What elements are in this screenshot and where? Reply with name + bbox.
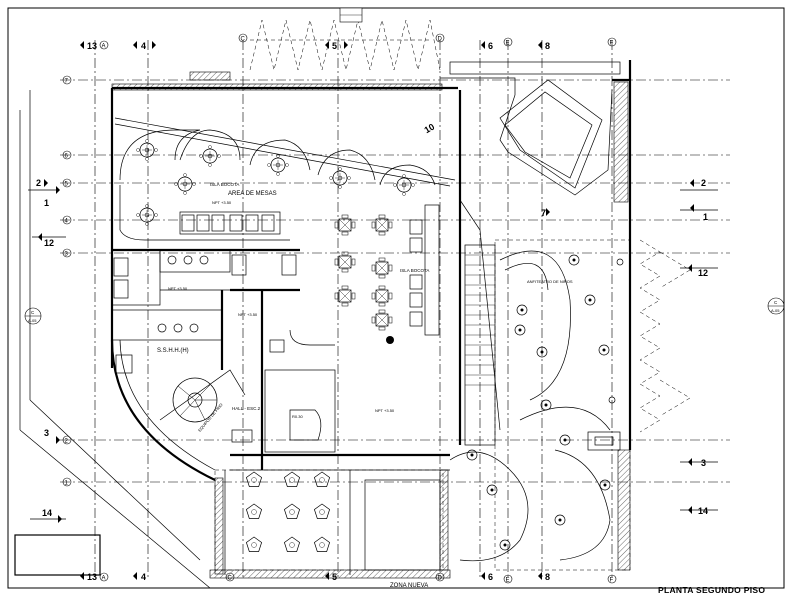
label-bar1: ISLA BOCOTA [210, 182, 239, 187]
svg-text:F: F [610, 41, 614, 47]
svg-text:1: 1 [44, 198, 49, 208]
grid-bottom-4: 4 [141, 572, 146, 582]
svg-text:C: C [31, 310, 35, 315]
svg-text:C: C [241, 37, 246, 43]
label-dining: AREA DE MESAS [228, 191, 277, 197]
label-level2: NPT +3.50 [238, 312, 258, 317]
label-hall: HALL - ESC.2 [232, 406, 261, 411]
svg-text:2: 2 [36, 178, 41, 188]
svg-text:2: 2 [701, 178, 706, 188]
label-level1: NPT +3.50 [212, 200, 232, 205]
svg-text:3: 3 [44, 428, 49, 438]
svg-text:D: D [438, 37, 443, 43]
side-callout-right: C A-05 [767, 297, 785, 315]
grid-bubbles-top: 13 A 4 C 5 D 6 E 8 F [80, 33, 617, 51]
detail-ref-10: 10 [423, 122, 437, 136]
svg-text:C: C [774, 300, 778, 305]
svg-text:F: F [610, 578, 614, 584]
svg-text:A: A [102, 576, 106, 582]
section-mark-7: 7 [541, 208, 546, 218]
label-equipos: EQUIPOS DE FRIO [197, 402, 224, 432]
svg-text:14: 14 [42, 508, 52, 518]
label-zone: ZONA NUEVA [390, 583, 428, 589]
grid-bottom-6: 6 [488, 572, 493, 582]
label-radius: R0.30 [292, 414, 303, 419]
svg-text:A: A [102, 44, 106, 50]
svg-text:4: 4 [65, 219, 69, 225]
svg-text:3: 3 [65, 252, 69, 258]
lower-left-box [14, 534, 101, 576]
label-sshh: S.S.H.H.(H) [157, 348, 189, 354]
svg-text:6: 6 [65, 154, 69, 160]
svg-text:3: 3 [701, 458, 706, 468]
site-boundary-diagonal [19, 429, 211, 589]
grid-top-8: 8 [545, 41, 550, 51]
svg-text:C: C [228, 576, 233, 582]
grid-bubbles-left: 7 6 5 4 3 2 1 [62, 75, 72, 487]
svg-text:14: 14 [698, 506, 708, 516]
svg-text:A-05: A-05 [28, 318, 37, 323]
svg-text:7: 7 [65, 79, 69, 85]
grid-bubbles-bottom: 13 A 4 C 5 D 6 E 8 F [80, 572, 617, 584]
grid-top-5: 5 [332, 41, 337, 51]
grid-bottom-8: 8 [545, 572, 550, 582]
bathrooms [111, 248, 300, 470]
grid-top-13: 13 [87, 41, 97, 51]
sheet-border [7, 7, 785, 589]
page-title: PLANTA SEGUNDO PISO [658, 585, 765, 595]
garden-area [449, 239, 631, 571]
section-marks-left: 2 1 12 3 14 [28, 178, 66, 523]
svg-text:1: 1 [703, 212, 708, 222]
grid-bottom-13: 13 [87, 572, 97, 582]
grid-top-6: 6 [488, 41, 493, 51]
grid-bottom-5: 5 [332, 572, 337, 582]
svg-text:2: 2 [65, 439, 69, 445]
new-zone-tables [209, 469, 451, 579]
roof-truss [249, 7, 441, 71]
label-anfiteatro: ANFITEATRO DE NIÑOS [527, 279, 573, 284]
grid-top-4: 4 [141, 41, 146, 51]
building-walls [110, 60, 632, 481]
svg-text:1: 1 [65, 481, 69, 487]
section-marks-right: 2 1 12 3 14 [680, 178, 718, 516]
label-bar2: ISLA BOCOTA [400, 268, 429, 273]
svg-text:A-05: A-05 [771, 308, 780, 313]
svg-text:E: E [506, 41, 510, 47]
label-level3: NPT +3.50 [375, 408, 395, 413]
svg-text:12: 12 [698, 268, 708, 278]
label-level4: NPT +3.50 [168, 286, 188, 291]
dining-booths [114, 117, 456, 241]
svg-text:D: D [438, 576, 443, 582]
svg-text:5: 5 [65, 182, 69, 188]
svg-text:E: E [506, 578, 510, 584]
bar-island [386, 204, 440, 344]
square-tables [334, 214, 393, 331]
canopy-zigzag [639, 239, 661, 433]
spiral-stair [159, 369, 253, 443]
stair-run [459, 199, 501, 446]
side-callout-left: C A-05 [24, 307, 42, 325]
svg-text:12: 12 [44, 238, 54, 248]
